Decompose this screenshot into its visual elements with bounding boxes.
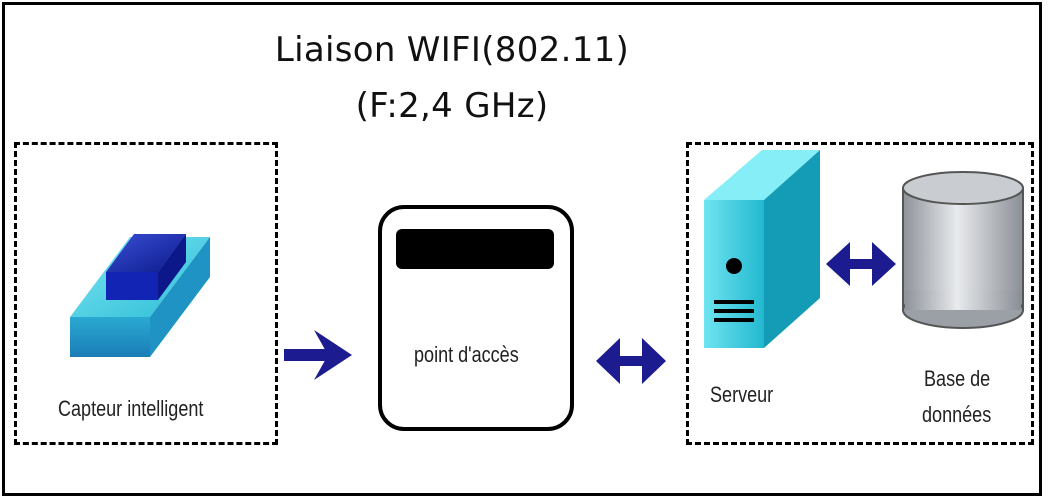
server-label: Serveur xyxy=(710,382,774,407)
access-point-label: point d'accès xyxy=(414,342,519,367)
sensor-group xyxy=(14,142,278,445)
server-tower-icon xyxy=(704,150,820,348)
sensor-label: Capteur intelligent xyxy=(58,396,204,421)
diagram-subtitle: (F:2,4 GHz) xyxy=(355,86,549,126)
arrow-right-icon xyxy=(284,330,352,380)
database-label-line2: données xyxy=(922,402,992,427)
double-arrow-icon xyxy=(826,242,896,286)
smart-sensor-icon xyxy=(70,234,210,357)
database-label-line1: Base de xyxy=(924,366,991,391)
double-arrow-icon xyxy=(596,338,666,384)
diagram-title: Liaison WIFI(802.11) xyxy=(274,30,630,70)
database-cylinder-icon xyxy=(902,171,1024,329)
access-point-display xyxy=(396,229,554,269)
backend-group xyxy=(686,142,1034,445)
